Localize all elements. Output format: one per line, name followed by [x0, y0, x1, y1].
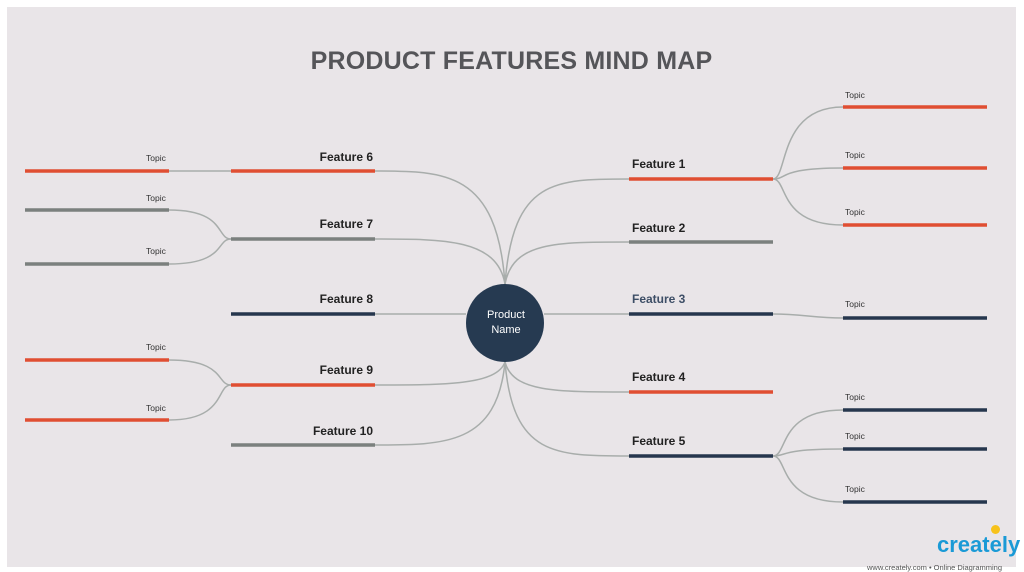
feature-8-label[interactable]: Feature 8: [319, 292, 373, 306]
connector-feature-7: [374, 238, 506, 285]
connector-feature-6: [374, 170, 506, 285]
feature-6-label[interactable]: Feature 6: [319, 150, 373, 164]
connector-topic: [168, 238, 232, 265]
mind-map-graph: [25, 105, 987, 504]
topic-label[interactable]: Topic: [845, 299, 865, 309]
connector-topic: [772, 167, 844, 180]
connector-feature-9: [374, 361, 506, 386]
connector-topic: [168, 209, 232, 240]
topic-label[interactable]: Topic: [146, 193, 166, 203]
diagram-title: PRODUCT FEATURES MIND MAP: [310, 47, 713, 75]
topic-label[interactable]: Topic: [146, 403, 166, 413]
connector-topic: [772, 448, 844, 457]
feature-4-label[interactable]: Feature 4: [632, 370, 686, 384]
connector-topic: [772, 409, 844, 457]
connector-topic: [168, 384, 232, 421]
feature-5-label[interactable]: Feature 5: [632, 434, 686, 448]
branding-tagline: www.creately.com • Online Diagramming: [867, 563, 1003, 572]
connector-topic: [772, 313, 844, 319]
connector-topic: [772, 178, 844, 226]
center-node[interactable]: [466, 284, 544, 362]
diagram-canvas: PRODUCT FEATURES MIND MAP Product Name F…: [7, 7, 1020, 572]
center-node-label: Product Name: [487, 309, 525, 336]
connector-feature-10: [374, 361, 506, 446]
connector-topic: [772, 455, 844, 503]
connector-feature-5: [504, 361, 630, 457]
connector-feature-2: [504, 241, 630, 285]
connector-feature-1: [504, 178, 630, 285]
topic-label[interactable]: Topic: [845, 150, 865, 160]
topic-label[interactable]: Topic: [146, 246, 166, 256]
connector-topic: [772, 106, 844, 180]
feature-10-label[interactable]: Feature 10: [312, 424, 373, 438]
creately-logo: creately: [937, 532, 1021, 557]
topic-label[interactable]: Topic: [146, 153, 166, 163]
feature-7-label[interactable]: Feature 7: [319, 217, 373, 231]
lightbulb-icon: [991, 525, 1000, 534]
feature-1-label[interactable]: Feature 1: [632, 157, 686, 171]
topic-label[interactable]: Topic: [146, 342, 166, 352]
feature-3-label[interactable]: Feature 3: [632, 292, 686, 306]
connector-feature-4: [504, 361, 630, 393]
connector-topic: [168, 359, 232, 386]
topic-label[interactable]: Topic: [845, 484, 865, 494]
topic-label[interactable]: Topic: [845, 392, 865, 402]
feature-9-label[interactable]: Feature 9: [319, 363, 373, 377]
topic-label[interactable]: Topic: [845, 90, 865, 100]
feature-2-label[interactable]: Feature 2: [632, 221, 686, 235]
topic-label[interactable]: Topic: [845, 207, 865, 217]
topic-label[interactable]: Topic: [845, 431, 865, 441]
